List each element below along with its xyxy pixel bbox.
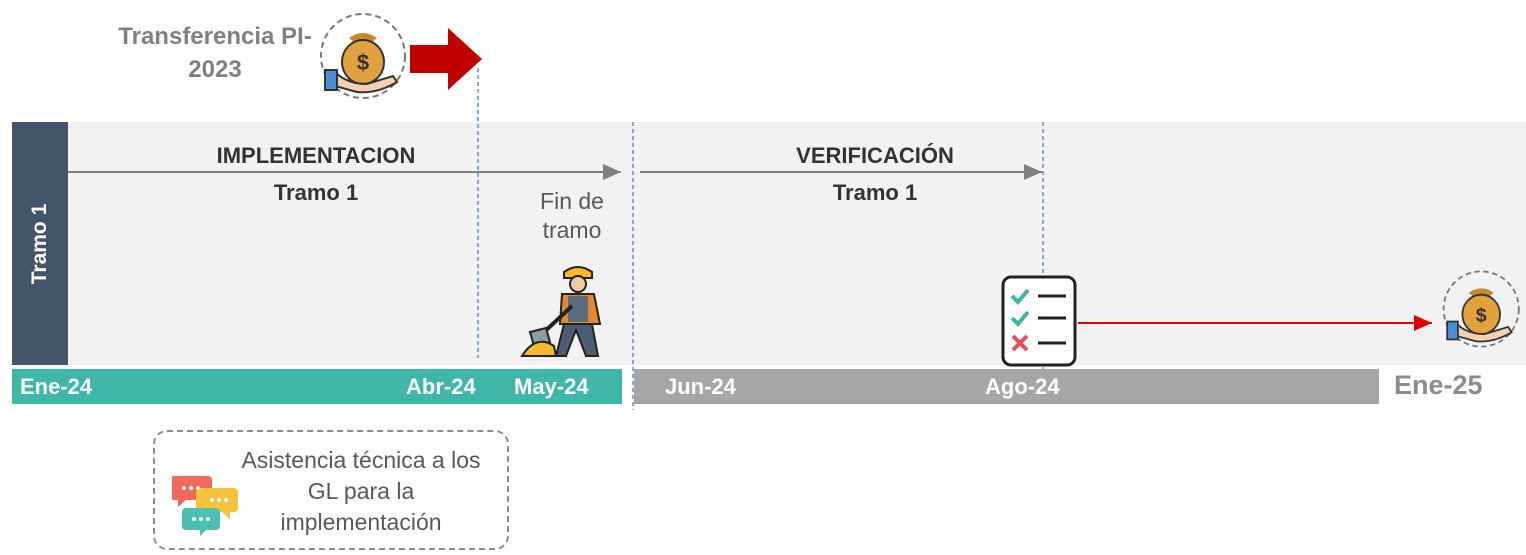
month-label-may-24: May-24 xyxy=(514,374,589,399)
verification-subtitle: Tramo 1 xyxy=(832,180,918,205)
month-label-jun-24: Jun-24 xyxy=(665,374,736,399)
verification-title: VERIFICACIÓN xyxy=(796,143,954,168)
end-of-section-label: Fin de tramo xyxy=(540,188,604,243)
construction-worker-icon xyxy=(520,266,602,357)
red-arrow-icon xyxy=(410,28,482,90)
checklist-icon xyxy=(1001,275,1077,367)
month-label-ene-25: Ene-25 xyxy=(1394,370,1483,400)
svg-text:$: $ xyxy=(1476,305,1487,327)
svg-text:$: $ xyxy=(357,50,369,75)
month-label-ene-24: Ene-24 xyxy=(20,374,93,399)
assistance-box xyxy=(153,430,509,550)
implementation-bar xyxy=(12,369,622,404)
implementation-subtitle: Tramo 1 xyxy=(273,180,359,205)
transfer-label: Transferencia PI-2023 xyxy=(118,23,312,83)
timeline-panel xyxy=(12,122,1526,365)
verification-bar xyxy=(634,369,1379,404)
chat-bubbles-icon xyxy=(172,476,238,536)
side-band xyxy=(12,122,68,365)
assistance-label: Asistencia técnica a los GL para la impl… xyxy=(241,447,481,535)
month-label-abr-24: Abr-24 xyxy=(406,374,476,399)
implementation-title: IMPLEMENTACION xyxy=(216,143,416,168)
month-label-ago-24: Ago-24 xyxy=(985,374,1060,399)
money-bag-hand-icon-end: $ xyxy=(1442,270,1520,348)
money-bag-hand-icon: $ xyxy=(320,13,406,99)
